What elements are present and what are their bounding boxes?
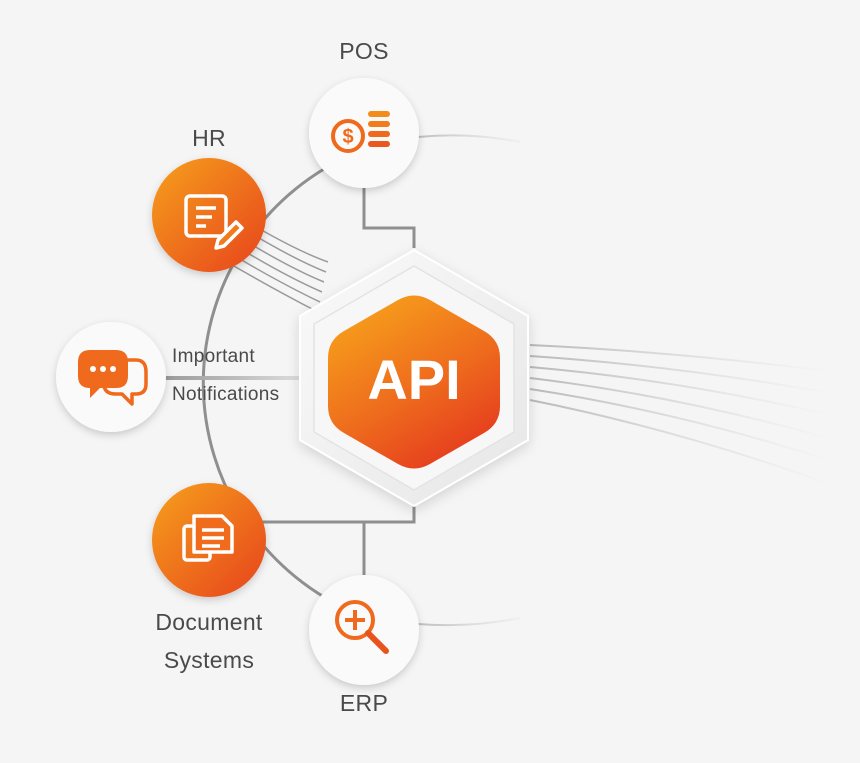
connector-brackets [262,180,416,575]
pos-label: POS [339,38,389,64]
hr-node[interactable] [152,158,266,272]
erp-label: ERP [339,690,389,716]
erp-node[interactable] [309,575,419,685]
pos-outgoing-line [417,134,521,143]
pos-node[interactable]: $ [309,78,419,188]
documents-label-line2: Systems [163,647,255,673]
notifications-node[interactable] [56,322,166,432]
documents-label-line1: Document [155,609,263,635]
magnifier-plus-icon [335,600,389,654]
edit-document-icon [184,194,244,250]
notifications-connector [135,376,300,380]
notifications-label-line1: Important [172,346,255,367]
documents-icon [182,514,234,562]
documents-node[interactable] [152,483,266,597]
coin-stack-icon: $ [331,111,390,153]
erp-outgoing-line [417,617,521,627]
hr-label: HR [192,125,226,151]
api-hexagon-badge [328,295,500,469]
outgoing-lines [529,344,836,487]
notifications-label-line2: Notifications [172,384,280,405]
chat-bubbles-icon [78,350,148,406]
api-hub: API [299,248,529,508]
connector-arc [201,146,369,620]
api-label: API [367,348,460,411]
svg-text:$: $ [342,126,353,148]
